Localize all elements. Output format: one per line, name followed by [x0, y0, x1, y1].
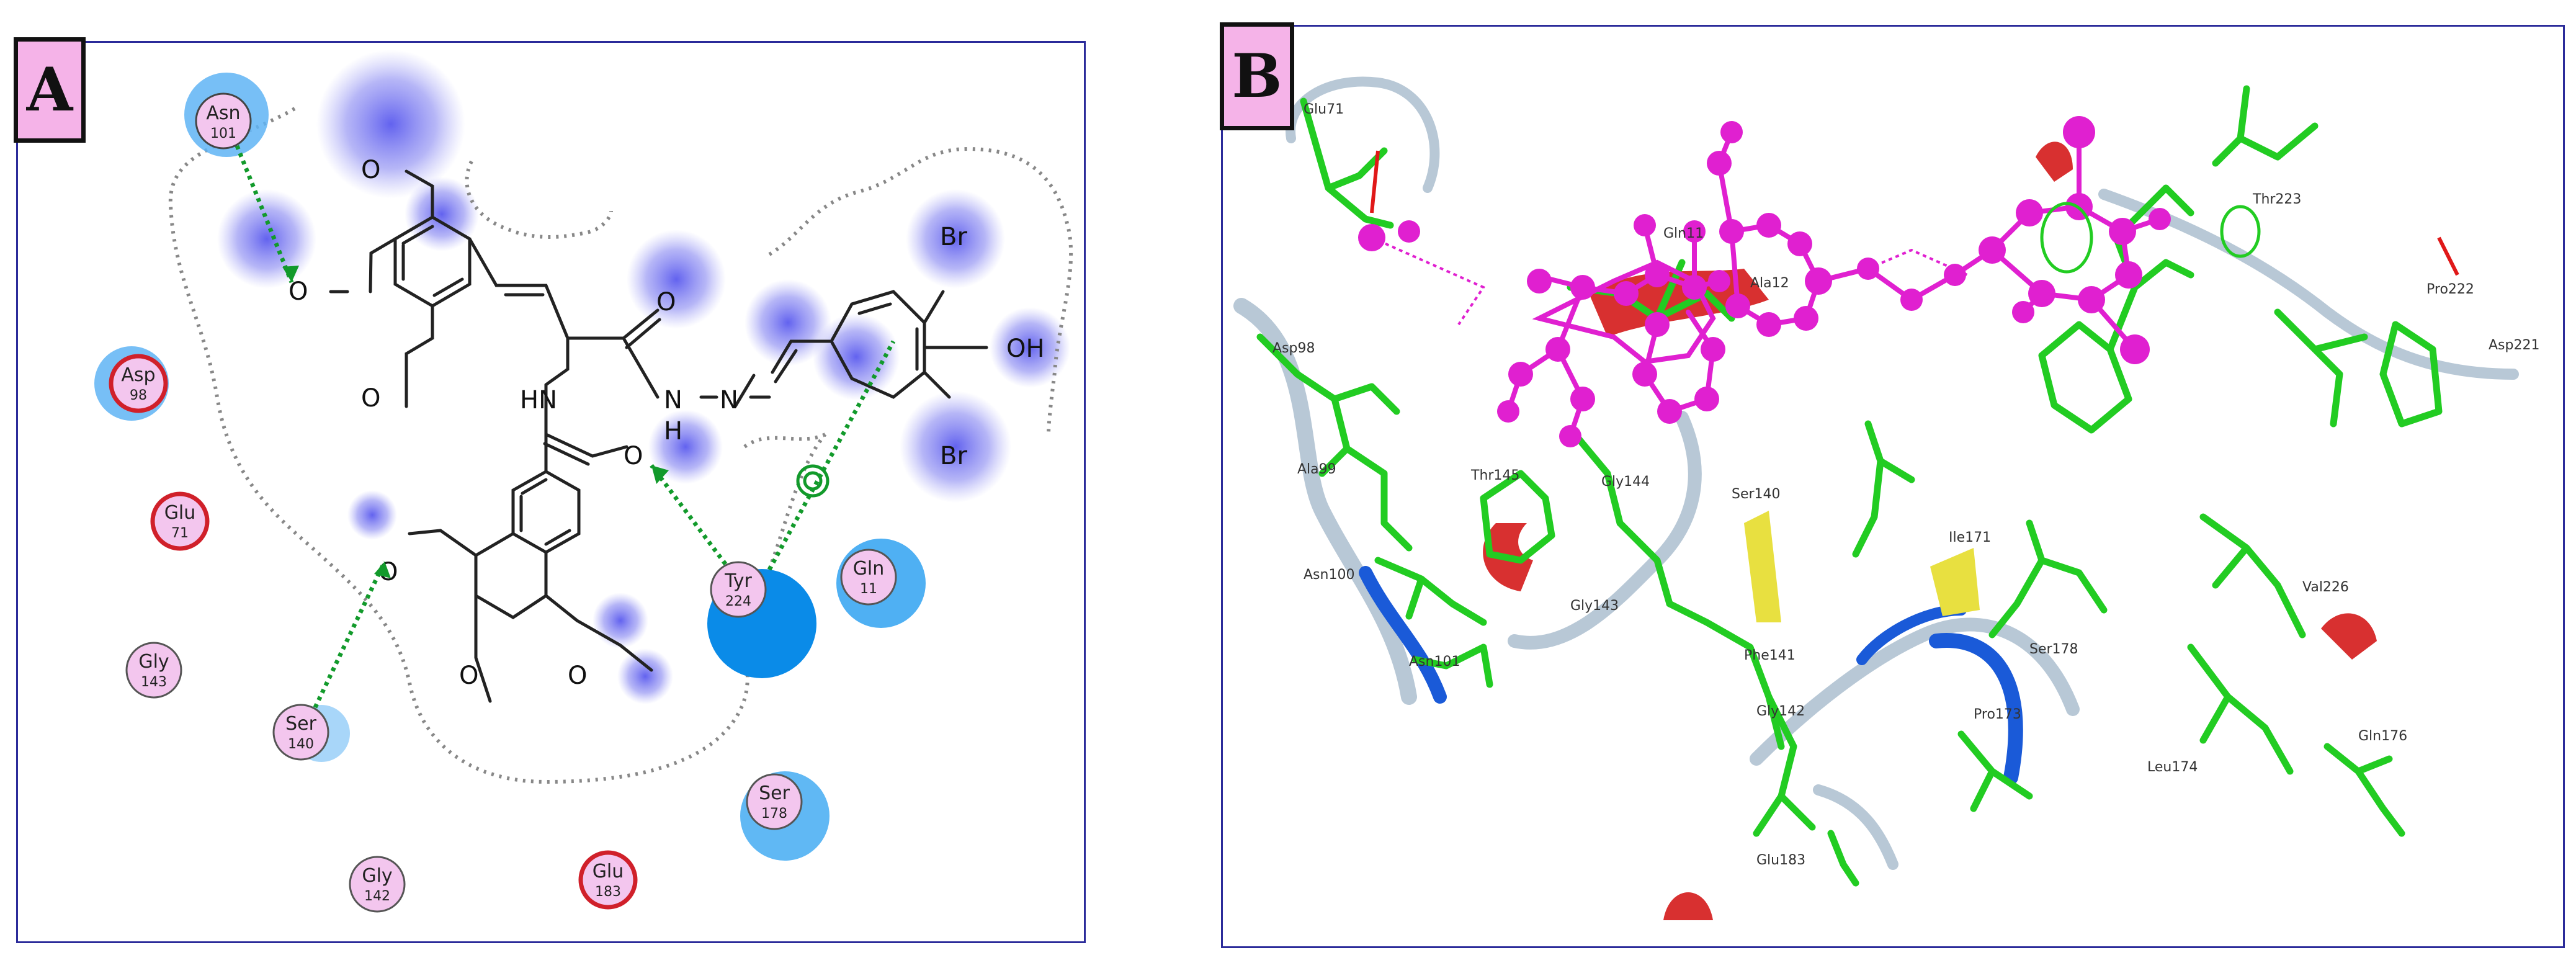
svg-text:Glu71: Glu71: [1304, 102, 1344, 117]
svg-text:Leu174: Leu174: [2147, 760, 2198, 775]
svg-text:Asn100: Asn100: [1304, 567, 1354, 583]
oxygen-tips: [1370, 150, 2459, 276]
binding-pocket-outline: [168, 107, 1073, 784]
svg-text:142: 142: [364, 889, 390, 904]
hydrogen-bond-lines: [235, 145, 896, 709]
svg-text:Thr223: Thr223: [2252, 192, 2301, 207]
svg-text:Ser: Ser: [759, 782, 790, 804]
svg-text:Gly: Gly: [138, 651, 169, 673]
backbone-strands: [1359, 566, 2023, 785]
panel-b-3d-render: Glu71 Gln11 Ala12 Thr223 Pro222 Asp221 A…: [1233, 76, 2539, 920]
hydrogen-bond-arrowheads: [282, 266, 669, 578]
atom-n: N: [720, 386, 738, 415]
svg-text:Gly144: Gly144: [1601, 474, 1650, 490]
svg-text:11: 11: [860, 581, 877, 597]
svg-text:Glu183: Glu183: [1756, 853, 1805, 868]
svg-text:Val226: Val226: [2302, 580, 2349, 595]
svg-text:Ala99: Ala99: [1297, 462, 1336, 477]
svg-text:183: 183: [595, 884, 621, 900]
ligand-sticks: [1506, 130, 2162, 439]
panel-b-label: B: [1220, 22, 1294, 130]
protein-sidechains: [1256, 85, 2443, 887]
ligand-atoms: O O O O O O O O HN N N H Br Br OH: [288, 156, 1045, 690]
svg-text:Ser: Ser: [285, 713, 317, 735]
atom-nh: HN: [520, 386, 557, 415]
svg-text:Ser140: Ser140: [1732, 486, 1781, 502]
panel-b-frame: Glu71 Gln11 Ala12 Thr223 Pro222 Asp221 A…: [1221, 25, 2565, 948]
ligand-exposure-glow: [217, 50, 1070, 704]
svg-text:Phe141: Phe141: [1744, 648, 1796, 663]
svg-text:Asn101: Asn101: [1409, 654, 1460, 670]
svg-text:Pro173: Pro173: [1974, 707, 2021, 722]
svg-text:Gly143: Gly143: [1570, 598, 1619, 614]
pi-stacking-icon: [796, 464, 830, 498]
residue-labels: Glu71 Gln11 Ala12 Thr223 Pro222 Asp221 A…: [1272, 102, 2539, 868]
residue-glu71: Glu 71: [150, 491, 210, 551]
svg-text:Ser178: Ser178: [2029, 642, 2078, 657]
svg-text:Ile171: Ile171: [1949, 530, 1991, 545]
panel-a-label: A: [14, 37, 86, 143]
residue-asn101: Asn 101: [195, 92, 252, 150]
svg-text:Tyr: Tyr: [724, 570, 752, 592]
atom-o: O: [568, 661, 587, 690]
ligand-hbond-dashes: [1371, 236, 1968, 326]
svg-text:Ala12: Ala12: [1750, 276, 1789, 291]
svg-text:Gln: Gln: [853, 558, 885, 580]
ligand-bonds: [329, 169, 988, 703]
atom-o: O: [624, 442, 643, 470]
panel-a-frame: [16, 41, 1086, 943]
atom-br: Br: [940, 223, 967, 251]
svg-text:Gly142: Gly142: [1756, 704, 1805, 719]
svg-text:Pro222: Pro222: [2426, 282, 2474, 297]
svg-text:Glu: Glu: [593, 861, 624, 882]
svg-text:Asn: Asn: [206, 102, 240, 124]
residue-tyr224: Tyr 224: [710, 561, 767, 618]
residue-gly143: Gly 143: [125, 642, 182, 699]
atom-o: O: [361, 156, 380, 184]
svg-text:Gly: Gly: [362, 865, 392, 887]
backbone-sheets: [1744, 511, 1980, 622]
svg-text:71: 71: [171, 526, 189, 541]
residue-gln11: Gln 11: [840, 549, 897, 606]
svg-text:178: 178: [761, 806, 787, 822]
atom-o: O: [361, 384, 380, 413]
svg-text:Glu: Glu: [164, 502, 196, 524]
svg-text:143: 143: [141, 674, 167, 690]
residue-gly142: Gly 142: [349, 856, 406, 913]
atom-h: H: [664, 417, 682, 446]
svg-text:Asp221: Asp221: [2489, 338, 2539, 353]
atom-n: N: [664, 386, 682, 415]
atom-o: O: [656, 288, 676, 316]
atom-o: O: [459, 661, 478, 690]
svg-text:Gln176: Gln176: [2358, 728, 2407, 744]
residue-asp98: Asp 98: [109, 354, 168, 413]
svg-text:224: 224: [725, 594, 751, 609]
residue-ser178: Ser 178: [746, 773, 803, 830]
svg-text:101: 101: [210, 126, 236, 141]
atom-br: Br: [940, 442, 967, 470]
svg-text:Asp98: Asp98: [1272, 341, 1315, 356]
svg-text:Gln11: Gln11: [1663, 226, 1704, 241]
svg-text:98: 98: [130, 388, 147, 403]
svg-text:Thr145: Thr145: [1470, 468, 1519, 483]
atom-oh: OH: [1006, 334, 1045, 363]
svg-text:140: 140: [288, 737, 314, 752]
svg-text:Asp: Asp: [121, 364, 155, 386]
pi-ring-marker-icon: [2040, 202, 2261, 274]
residue-glu183: Glu 183: [578, 850, 638, 910]
residue-ser140: Ser 140: [272, 704, 329, 761]
